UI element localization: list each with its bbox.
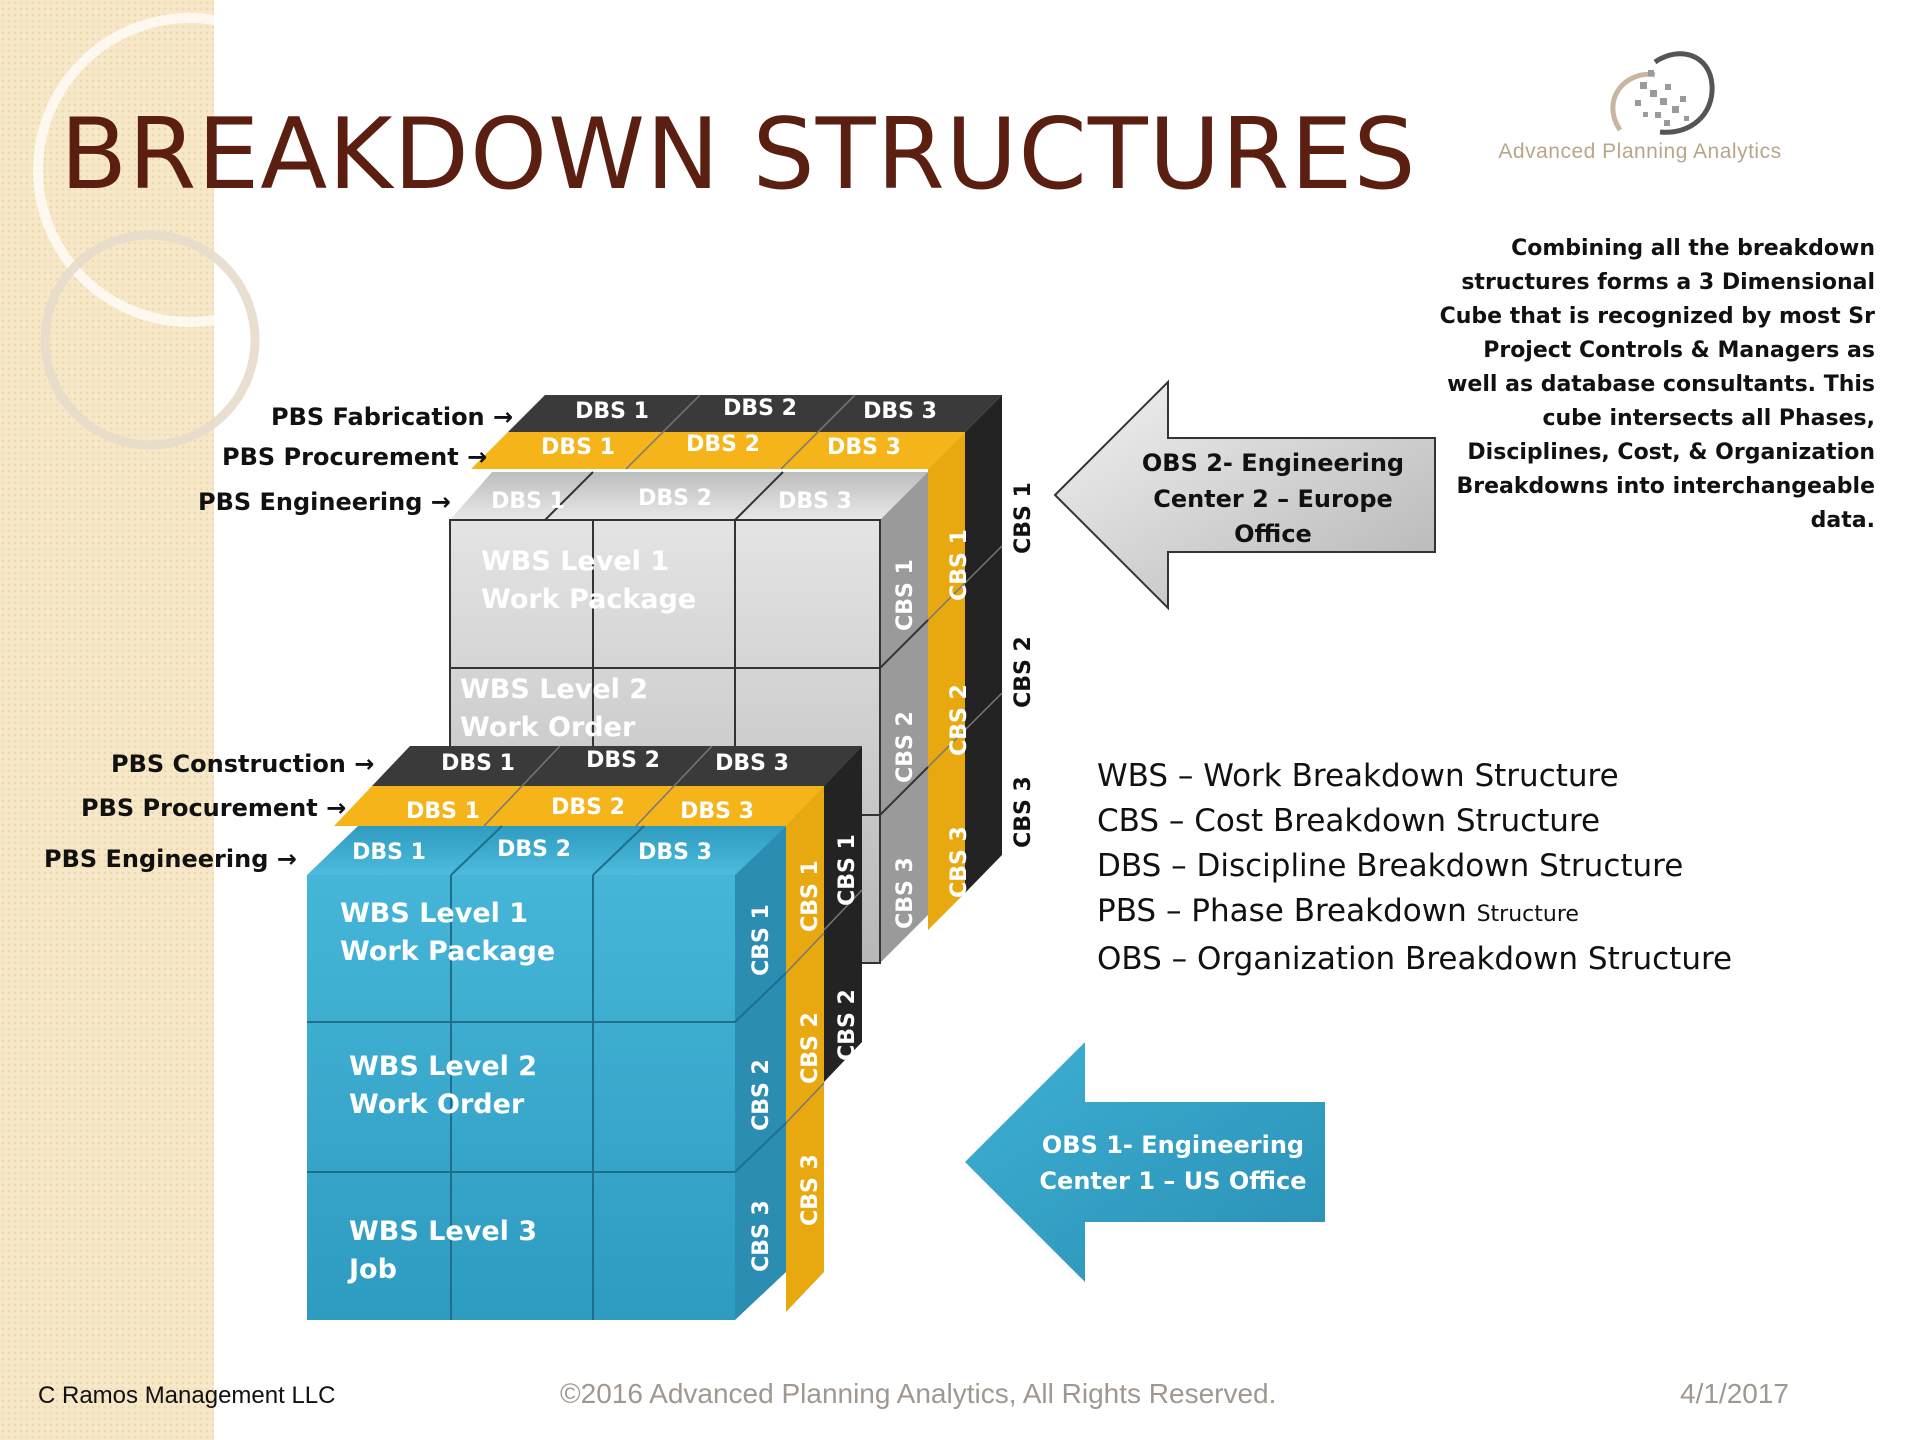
back-cube-dark-top (508, 395, 1002, 432)
back-dbs-top-2: DBS 2 (723, 396, 797, 421)
front-cbs-dark-1: CBS 1 (835, 834, 860, 906)
front-cbs-teal-3: CBS 3 (749, 1200, 774, 1272)
company-logo: Advanced Planning Analytics (1450, 40, 1840, 170)
back-dbs-front-2: DBS 2 (638, 486, 712, 511)
legend-pbs-main: PBS – Phase Breakdown (1097, 893, 1477, 929)
description-text: Combining all the breakdown structures f… (1439, 236, 1875, 533)
back-cbs-gold-3: CBS 3 (947, 826, 972, 898)
back-cube-gold-side (928, 432, 965, 930)
front-dbs-mid-1: DBS 1 (406, 799, 480, 824)
front-wbs-3-sub: Job (347, 1254, 397, 1285)
front-wbs-3-title: WBS Level 3 (349, 1216, 537, 1247)
front-pbs-procurement: PBS Procurement → (81, 794, 347, 822)
obs2-line-1: OBS 2- Engineering (1142, 449, 1404, 477)
back-dbs-mid-3: DBS 3 (827, 435, 901, 460)
back-pbs-procurement: PBS Procurement → (222, 443, 488, 471)
back-cbs-gray-2: CBS 2 (893, 711, 918, 783)
obs2-line-3: Office (1234, 520, 1312, 548)
back-pbs-engineering: PBS Engineering → (198, 488, 451, 516)
legend-obs: OBS – Organization Breakdown Structure (1097, 941, 1733, 977)
front-cube (307, 745, 863, 1320)
front-cbs-gold-3: CBS 3 (798, 1154, 823, 1226)
back-cube-gray-top (450, 472, 928, 520)
front-cube-dark-side (824, 746, 862, 1082)
back-cube-gold-top (471, 432, 965, 469)
acronym-legend: WBS – Work Breakdown Structure CBS – Cos… (1097, 754, 1732, 982)
back-wbs-2-title: WBS Level 2 (460, 674, 648, 705)
legend-pbs-small: Structure (1476, 902, 1579, 927)
footer-company: C Ramos Management LLC (38, 1382, 336, 1409)
back-dbs-top-3: DBS 3 (863, 399, 937, 424)
back-cbs-dark-2: CBS 2 (1011, 636, 1036, 708)
back-dbs-front-3: DBS 3 (778, 489, 852, 514)
obs1-line-2: Center 1 – US Office (1039, 1167, 1306, 1195)
back-dbs-front-1: DBS 1 (491, 489, 565, 514)
front-wbs-2-title: WBS Level 2 (349, 1051, 537, 1082)
back-cube-dark-side (965, 395, 1002, 893)
back-cbs-gray-3: CBS 3 (893, 857, 918, 929)
decorative-rings (33, 13, 347, 450)
front-cube-teal-top (307, 826, 786, 875)
back-cbs-dark-3: CBS 3 (1011, 776, 1036, 848)
legend-dbs: DBS – Discipline Breakdown Structure (1097, 848, 1684, 884)
back-dbs-top-1: DBS 1 (575, 399, 649, 424)
front-pbs-engineering: PBS Engineering → (44, 845, 297, 873)
footer-copyright: ©2016 Advanced Planning Analytics, All R… (560, 1378, 1277, 1409)
obs1-line-1: OBS 1- Engineering (1042, 1131, 1304, 1159)
front-dbs-top-2: DBS 2 (586, 748, 660, 773)
front-cube-gold-side (786, 786, 824, 1312)
swirl-logo-icon (1610, 51, 1715, 135)
footer-date: 4/1/2017 (1680, 1378, 1789, 1409)
front-wbs-2-sub: Work Order (349, 1089, 525, 1120)
legend-wbs: WBS – Work Breakdown Structure (1097, 758, 1619, 794)
front-pbs-construction: PBS Construction → (111, 750, 375, 778)
front-wbs-1-sub: Work Package (340, 936, 555, 967)
front-cbs-dark-3: CBS 3 (835, 1132, 860, 1204)
front-cube-teal-side (735, 826, 786, 1320)
back-pbs-fabrication: PBS Fabrication → (271, 403, 514, 431)
front-dbs-front-1: DBS 1 (352, 840, 426, 865)
front-cube-teal-front (307, 875, 735, 1320)
front-wbs-1-title: WBS Level 1 (340, 898, 528, 929)
front-cbs-teal-1: CBS 1 (749, 904, 774, 976)
back-wbs-1-title: WBS Level 1 (481, 546, 669, 577)
front-dbs-top-1: DBS 1 (441, 751, 515, 776)
legend-pbs: PBS – Phase Breakdown Structure (1097, 889, 1732, 937)
front-cbs-teal-2: CBS 2 (749, 1059, 774, 1131)
back-cbs-gold-1: CBS 1 (947, 529, 972, 601)
legend-cbs: CBS – Cost Breakdown Structure (1097, 803, 1601, 839)
front-dbs-front-2: DBS 2 (497, 837, 571, 862)
logo-text: Advanced Planning Analytics (1498, 140, 1782, 163)
back-dbs-mid-2: DBS 2 (686, 432, 760, 457)
front-dbs-top-3: DBS 3 (715, 751, 789, 776)
back-wbs-2-sub: Work Order (460, 712, 636, 743)
front-cbs-dark-2: CBS 2 (835, 989, 860, 1061)
back-dbs-mid-1: DBS 1 (541, 435, 615, 460)
back-wbs-1-sub: Work Package (481, 584, 696, 615)
front-dbs-front-3: DBS 3 (638, 840, 712, 865)
back-cbs-gray-1: CBS 1 (893, 559, 918, 631)
front-cbs-gold-1: CBS 1 (798, 860, 823, 932)
front-cbs-gold-2: CBS 2 (798, 1012, 823, 1084)
obs2-line-2: Center 2 – Europe (1153, 485, 1393, 513)
front-cube-gold-top (334, 786, 824, 826)
page-title: BREAKDOWN STRUCTURES (60, 98, 1417, 212)
back-cube-gray-side (880, 472, 928, 963)
obs2-arrow: OBS 2- Engineering Center 2 – Europe Off… (1053, 379, 1436, 611)
front-cube-dark-top (372, 746, 862, 786)
front-dbs-mid-3: DBS 3 (680, 799, 754, 824)
front-dbs-mid-2: DBS 2 (551, 795, 625, 820)
back-cbs-gold-2: CBS 2 (947, 684, 972, 756)
obs1-arrow: OBS 1- Engineering Center 1 – US Office (965, 1042, 1325, 1282)
back-cbs-dark-1: CBS 1 (1011, 482, 1036, 554)
